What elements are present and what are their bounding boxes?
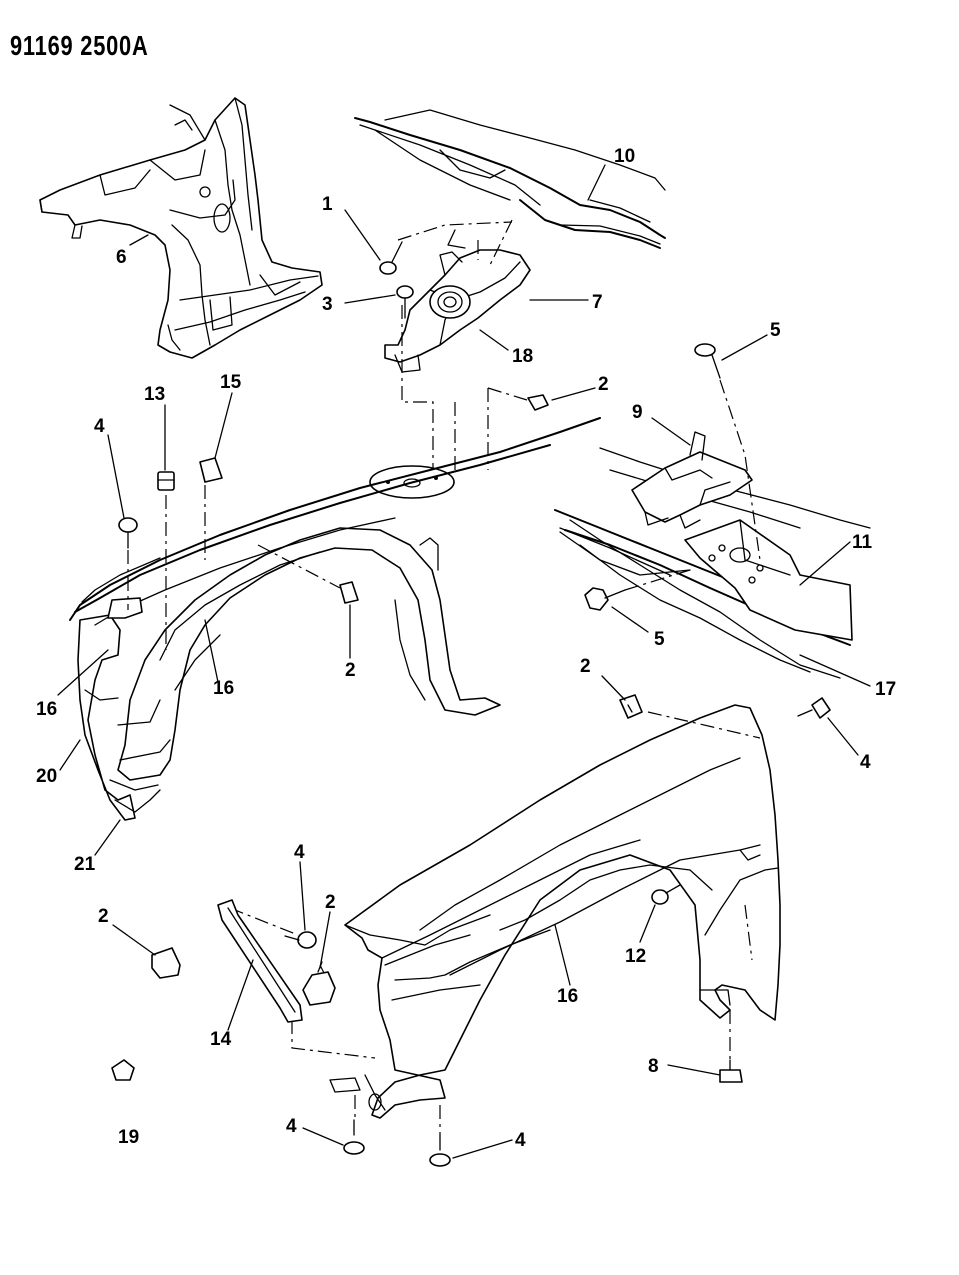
part-20-splash-shield [77, 527, 501, 821]
part-outer-fender [329, 704, 781, 1119]
callout-2-fender: 2 [580, 656, 591, 677]
callout-20: 20 [36, 766, 57, 787]
part-12-screw [651, 884, 681, 905]
guide-lines-upper [397, 219, 528, 470]
part-2-clip-mid [257, 544, 359, 604]
part-5-bolt-lower [584, 569, 691, 611]
guide-lines-lower [229, 711, 761, 1135]
callout-10: 10 [614, 146, 635, 167]
callout-1: 1 [322, 194, 333, 215]
callout-8: 8 [648, 1056, 659, 1077]
part-14-brace [217, 899, 303, 1023]
part-7-bracket [384, 229, 531, 373]
callout-3: 3 [322, 294, 333, 315]
part-4-screw-a [118, 517, 138, 610]
callout-16-left: 16 [36, 699, 57, 720]
part-6-apron-assembly [39, 97, 323, 359]
part-2-clip-upper [527, 394, 549, 411]
part-3-bolt [396, 285, 414, 319]
callout-12: 12 [625, 946, 646, 967]
leader-lines [57, 164, 871, 1159]
callout-18: 18 [512, 346, 533, 367]
part-4-screw-bottom-a [343, 1119, 365, 1155]
callout-13: 13 [144, 384, 165, 405]
part-fender-upper-rail [69, 417, 601, 626]
callout-4-bottom-b: 4 [515, 1130, 526, 1151]
part-8-screw [719, 1059, 743, 1083]
part-4-screw-bottom-b [429, 1134, 451, 1167]
callout-5-lower: 5 [654, 629, 665, 650]
callout-2-mid: 2 [345, 660, 356, 681]
callout-4-upper: 4 [94, 416, 105, 437]
part-4-screw-right [797, 697, 831, 719]
part-9-bracket [631, 431, 753, 529]
drawing-number: 91169 2500A [10, 30, 149, 61]
part-13-stud [157, 471, 175, 650]
callout-4-brace: 4 [294, 842, 305, 863]
callout-14: 14 [210, 1029, 232, 1050]
callout-9: 9 [632, 402, 643, 423]
callout-2-brace: 2 [325, 892, 336, 913]
callout-19: 19 [118, 1127, 139, 1148]
part-5-bolt-upper [694, 343, 761, 561]
part-2-clip-left [151, 947, 181, 979]
part-4-screw-brace [284, 931, 317, 949]
part-2-clip-brace [302, 961, 336, 1006]
callout-11: 11 [852, 532, 873, 553]
part-15-clip [199, 457, 223, 560]
callout-6: 6 [116, 247, 127, 268]
callout-15: 15 [220, 372, 242, 393]
part-17-seal [559, 527, 691, 576]
part-10-cowl-panel [354, 109, 666, 249]
part-2-clip-fender [619, 694, 643, 719]
callout-2-left: 2 [98, 906, 109, 927]
callout-7: 7 [592, 292, 603, 313]
part-1-nut [379, 241, 403, 275]
callout-5-upper: 5 [770, 320, 781, 341]
callout-16-mid: 16 [213, 678, 234, 699]
callout-21: 21 [74, 854, 96, 875]
callout-4-bottom-a: 4 [286, 1116, 297, 1137]
callout-labels: 1 3 10 7 18 6 5 2 9 11 5 17 13 15 4 2 16… [36, 146, 896, 1151]
part-19-nut [111, 1059, 135, 1081]
callout-16-fender: 16 [557, 986, 578, 1007]
callout-17: 17 [875, 679, 896, 700]
callout-2-upper: 2 [598, 374, 609, 395]
callout-4-right: 4 [860, 752, 871, 773]
